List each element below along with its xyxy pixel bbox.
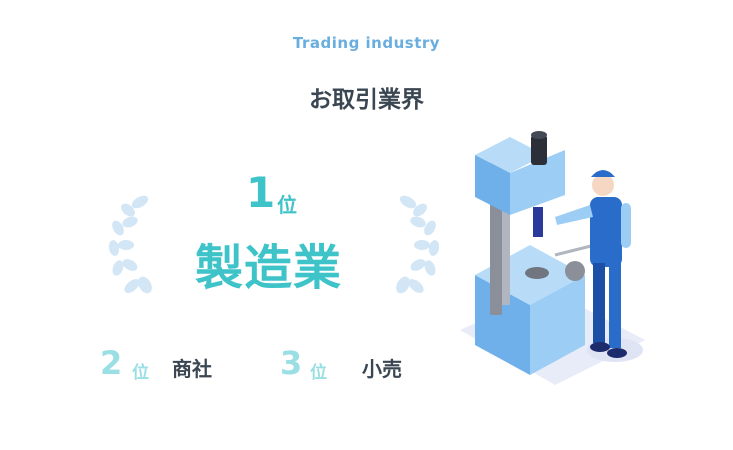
third-rank-industry: 小売: [362, 357, 402, 381]
laurel-right-icon: [396, 195, 440, 294]
first-rank-industry: 製造業: [195, 240, 343, 296]
third-rank-number: 3: [280, 344, 303, 382]
factory-worker-illustration: [460, 131, 645, 385]
second-rank-number: 2: [100, 344, 123, 382]
second-rank-industry: 商社: [172, 357, 212, 381]
first-rank-unit: 位: [277, 193, 297, 217]
section-subtitle: Trading industry: [292, 34, 441, 52]
laurel-left-icon: [108, 195, 152, 294]
second-rank-unit: 位: [132, 363, 149, 383]
first-rank-number: 1: [246, 168, 276, 217]
third-rank-unit: 位: [310, 363, 327, 383]
section-title: お取引業界: [309, 87, 424, 113]
